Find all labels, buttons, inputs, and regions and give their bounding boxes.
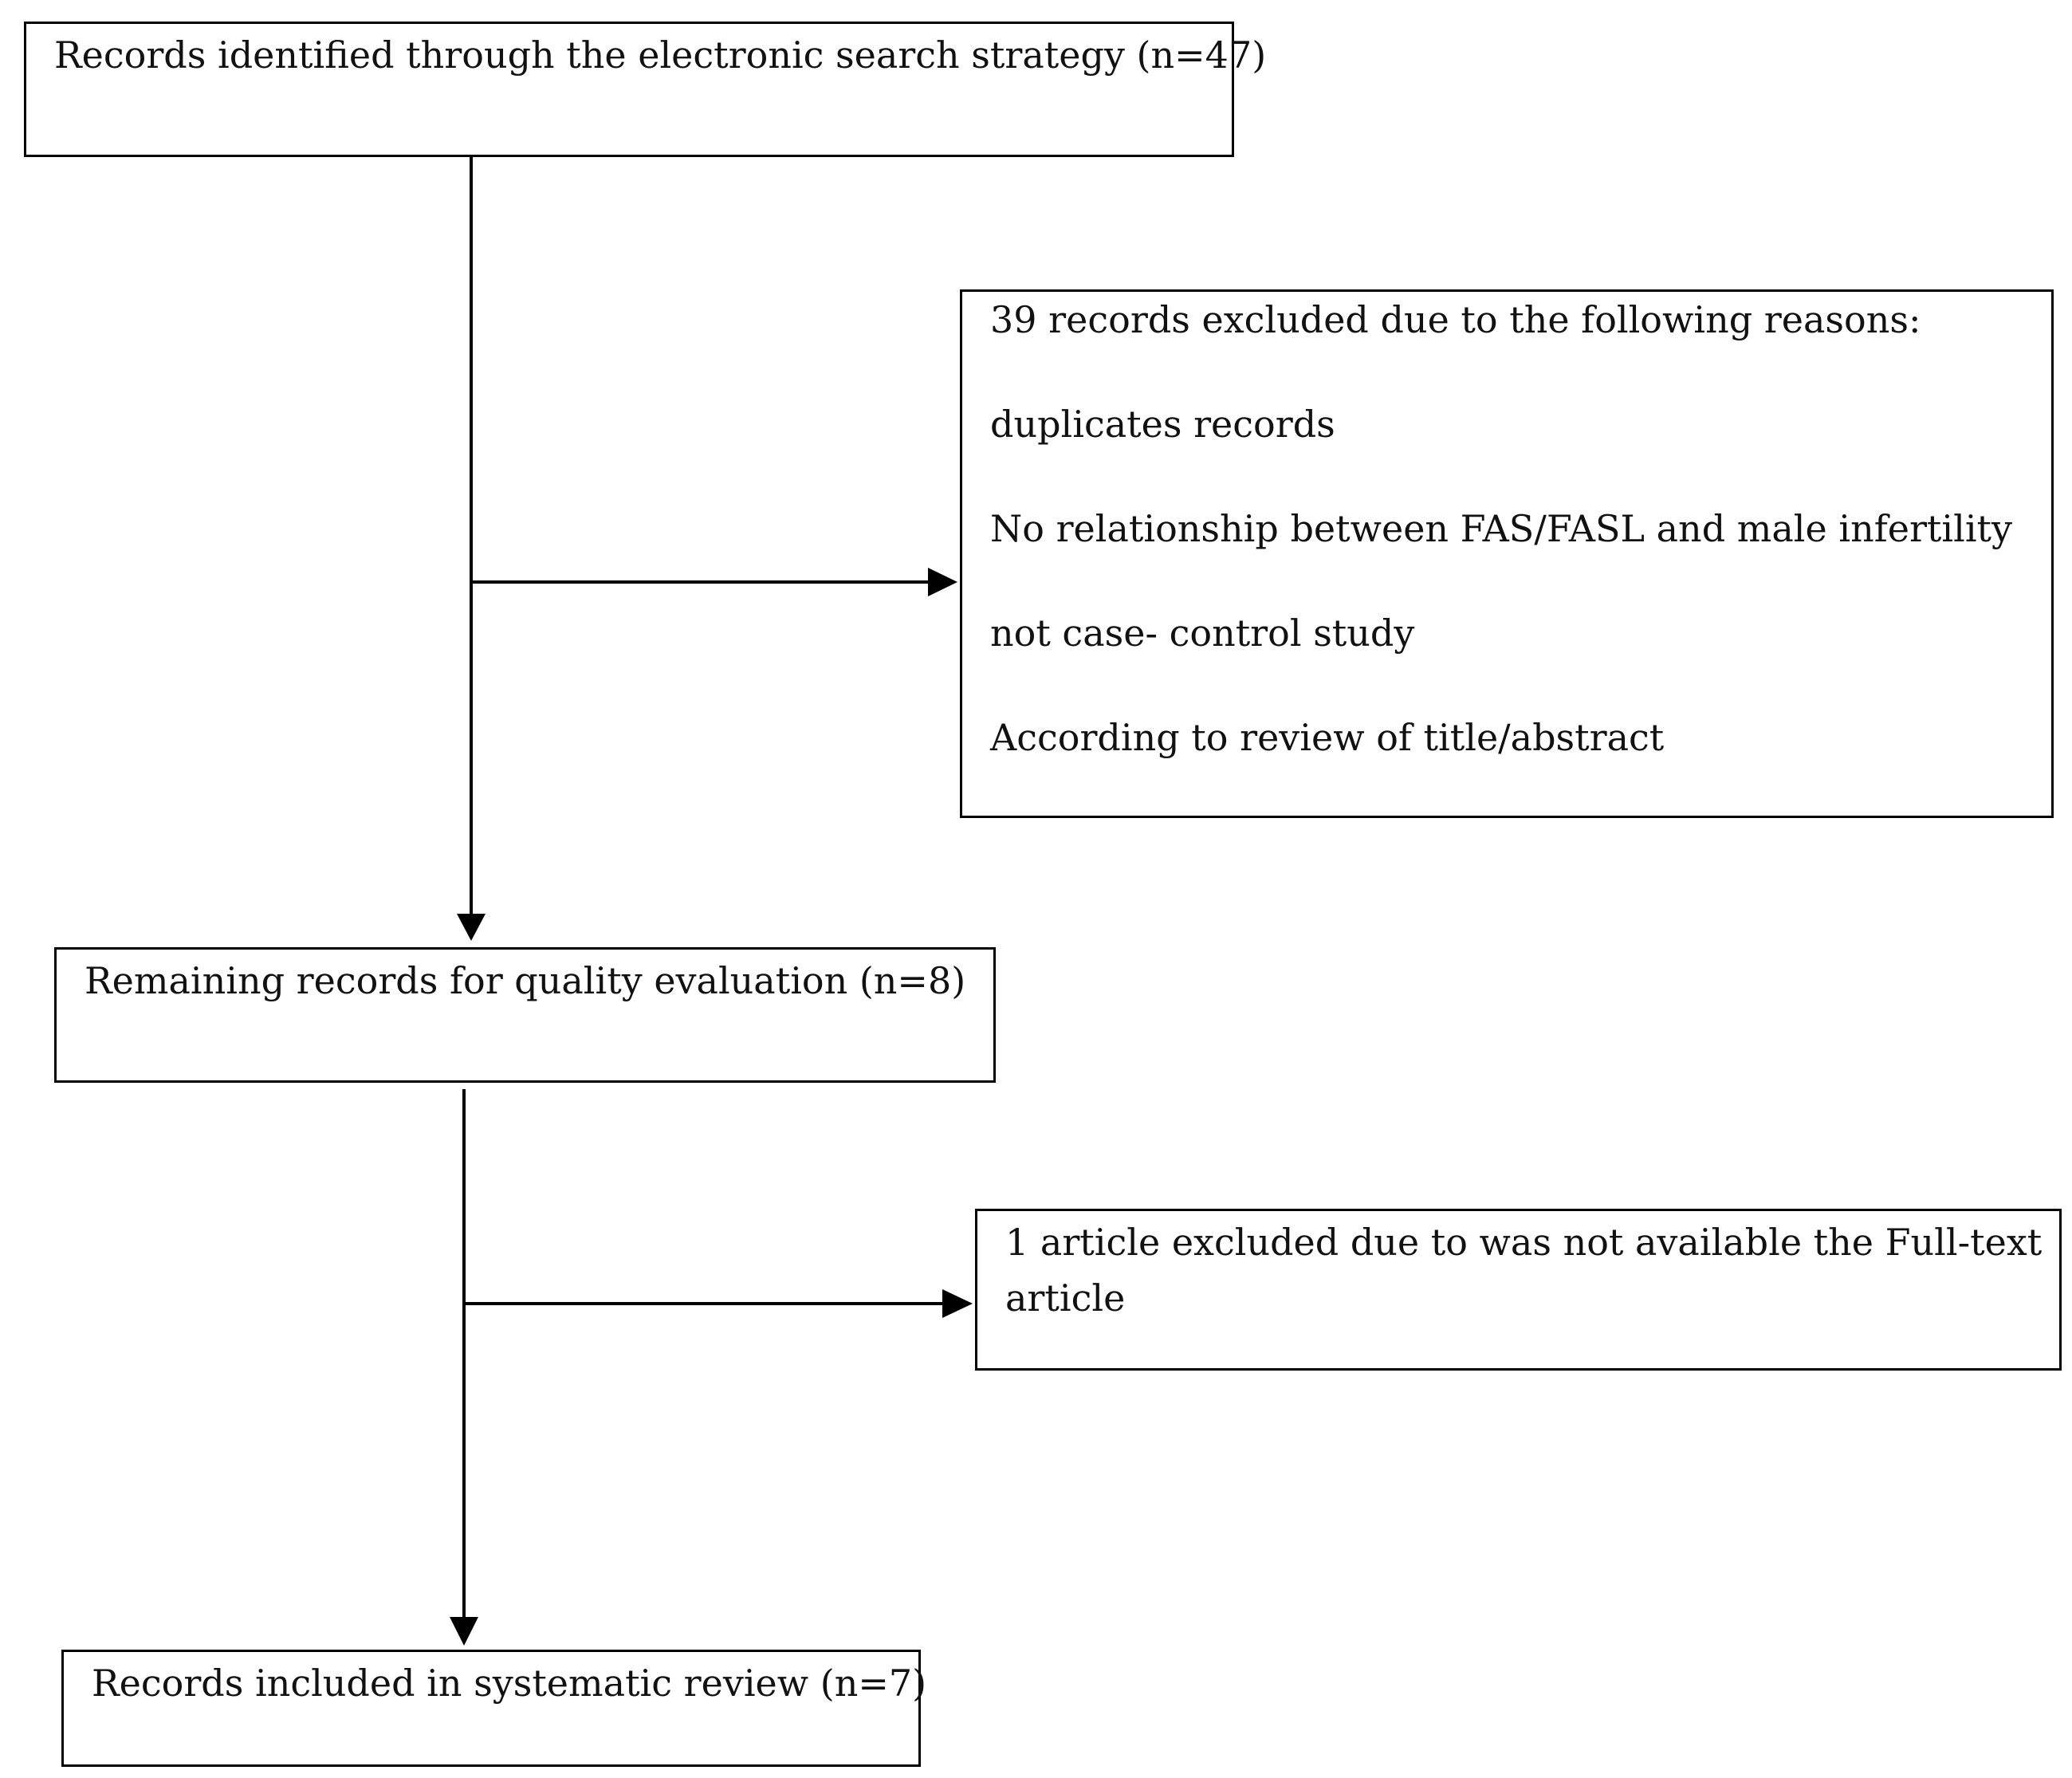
box-records-identified: Records identified through the electroni…	[24, 22, 1267, 157]
exclusion-reason: According to review of title/abstract	[990, 716, 1665, 759]
box-records-excluded-39: 39 records excluded due to the following…	[960, 289, 2054, 818]
arrowhead-right-excluded-1	[942, 1289, 973, 1318]
records-identified-text: Records identified through the electroni…	[54, 33, 1267, 77]
box-records-included: Records included in systematic review (n…	[61, 1650, 927, 1767]
remaining-records-text: Remaining records for quality evaluation…	[85, 959, 966, 1002]
records-included-text: Records included in systematic review (n…	[92, 1662, 927, 1705]
exclusion-reason: No relationship between FAS/FASL and mal…	[990, 507, 2013, 550]
excluded-1-text: 1 article excluded due to was not availa…	[1005, 1221, 2043, 1320]
excluded-39-heading: 39 records excluded due to the following…	[990, 298, 1921, 341]
box-article-excluded-1: 1 article excluded due to was not availa…	[975, 1209, 2062, 1371]
exclusion-reason: not case- control study	[990, 612, 1415, 655]
arrowhead-down-remaining	[457, 914, 486, 941]
exclusion-reason: duplicates records	[990, 403, 1335, 446]
box-remaining-records: Remaining records for quality evaluation…	[54, 947, 996, 1083]
arrowhead-down-included	[450, 1617, 478, 1646]
arrowhead-right-excluded-39	[928, 568, 957, 596]
